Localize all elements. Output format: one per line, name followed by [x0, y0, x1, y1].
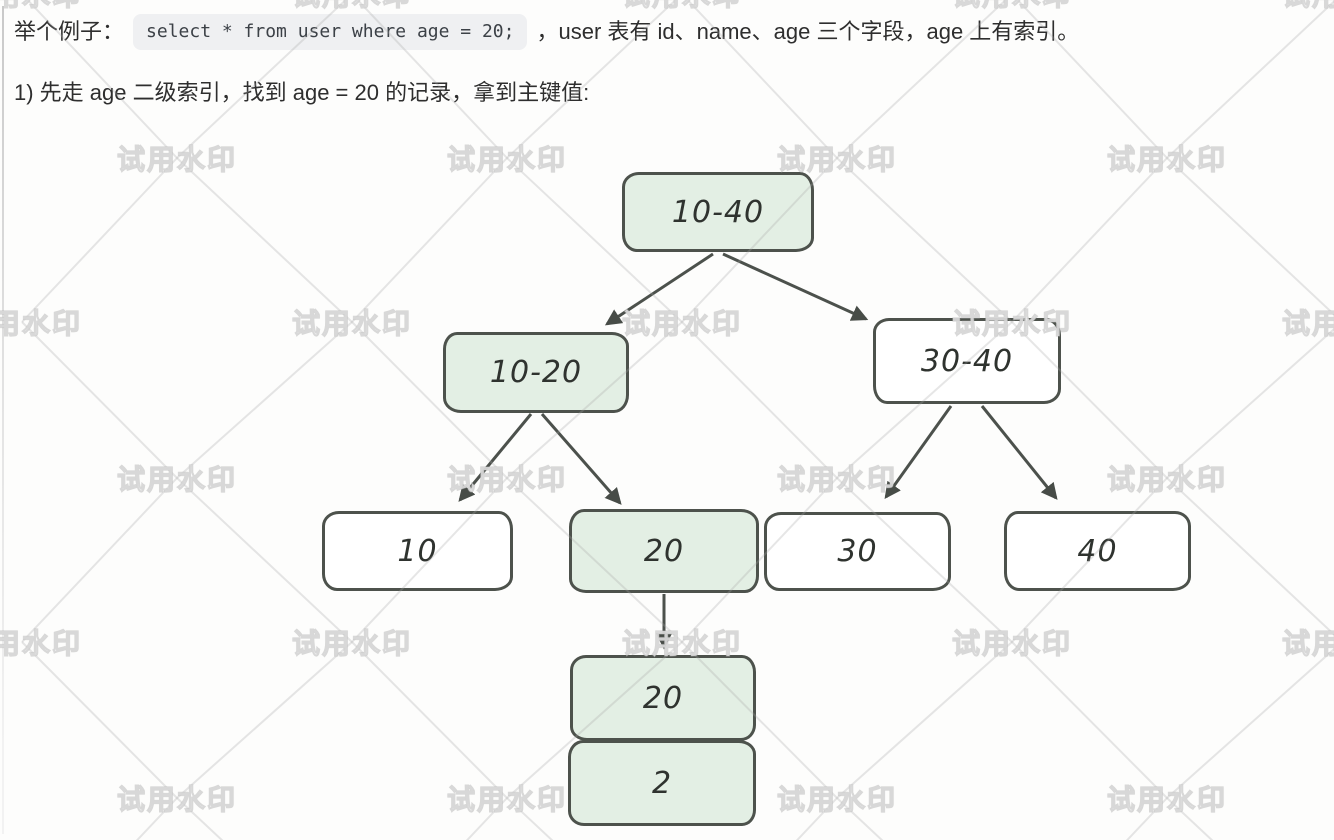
watermark-text: 试用水印 [776, 463, 898, 495]
watermark-text: 试用水印 [1106, 143, 1228, 175]
tree-node-leaf-30: 30 [764, 512, 951, 591]
watermark-text: 试用水印 [446, 463, 568, 495]
example-sentence: 举个例子： select * from user where age = 20;… [14, 14, 1324, 50]
watermark-text: 试用水印 [0, 627, 83, 659]
node-label: 30-40 [920, 343, 1014, 379]
edge-left-to-leaf10 [458, 413, 533, 502]
page-left-edge-divider [2, 6, 4, 834]
watermark-text: 试用水印 [0, 307, 83, 339]
watermark-text: 试用水印 [1281, 0, 1334, 14]
watermark-text: 试用水印 [1106, 463, 1228, 495]
tree-node-10-20: 10-20 [443, 332, 629, 413]
node-label: 10 [397, 533, 438, 569]
watermark-text: 试用水印 [621, 307, 743, 339]
edge-right-to-leaf40 [980, 405, 1058, 500]
example-prefix-text: 举个例子： [14, 19, 125, 44]
watermark-text: 试用水印 [1281, 627, 1334, 659]
step-1-text: 1) 先走 age 二级索引，找到 age = 20 的记录，拿到主键值: [14, 80, 590, 105]
watermark-text: 试用水印 [291, 307, 413, 339]
watermark-text: 试用水印 [116, 463, 238, 495]
node-label: 10-20 [489, 355, 583, 390]
tree-node-leaf-40: 40 [1004, 511, 1191, 591]
watermark-text: 试用水印 [0, 0, 82, 14]
node-label: 2 [651, 765, 673, 801]
edge-right-to-leaf30 [884, 405, 953, 500]
watermark-text: 试用水印 [291, 0, 412, 14]
sql-code-snippet: select * from user where age = 20; [133, 14, 528, 50]
tree-node-30-40: 30-40 [873, 318, 1061, 404]
example-suffix-text: ，user 表有 id、name、age 三个字段，age 上有索引。 [536, 19, 1080, 44]
watermark-text: 试用水印 [446, 143, 568, 175]
edge-root-to-left [604, 252, 714, 326]
node-label: 20 [643, 533, 685, 569]
watermark-text: 试用水印 [951, 0, 1072, 14]
watermark-text: 试用水印 [116, 143, 238, 175]
watermark-text: 试用水印 [1281, 307, 1334, 339]
record-box-key-20: 20 [570, 655, 756, 741]
watermark-text: 试用水印 [291, 627, 413, 659]
tree-node-leaf-10: 10 [322, 511, 513, 591]
node-label: 10-40 [671, 194, 765, 230]
tree-node-root-10-40: 10-40 [622, 172, 814, 252]
watermark-text: 试用水印 [951, 627, 1073, 659]
edge-root-to-right [722, 252, 869, 321]
tree-node-leaf-20: 20 [569, 509, 759, 593]
record-box-id-2: 2 [568, 740, 756, 826]
watermark-text: 试用水印 [1106, 783, 1228, 815]
node-label: 30 [837, 534, 878, 569]
watermark-text: 试用水印 [621, 0, 742, 14]
node-label: 40 [1077, 533, 1118, 569]
watermark-text: 试用水印 [116, 783, 238, 815]
node-label: 20 [642, 680, 684, 716]
edge-left-to-leaf20 [540, 413, 622, 505]
watermark-text: 试用水印 [776, 783, 898, 815]
watermark-text: 试用水印 [446, 783, 568, 815]
